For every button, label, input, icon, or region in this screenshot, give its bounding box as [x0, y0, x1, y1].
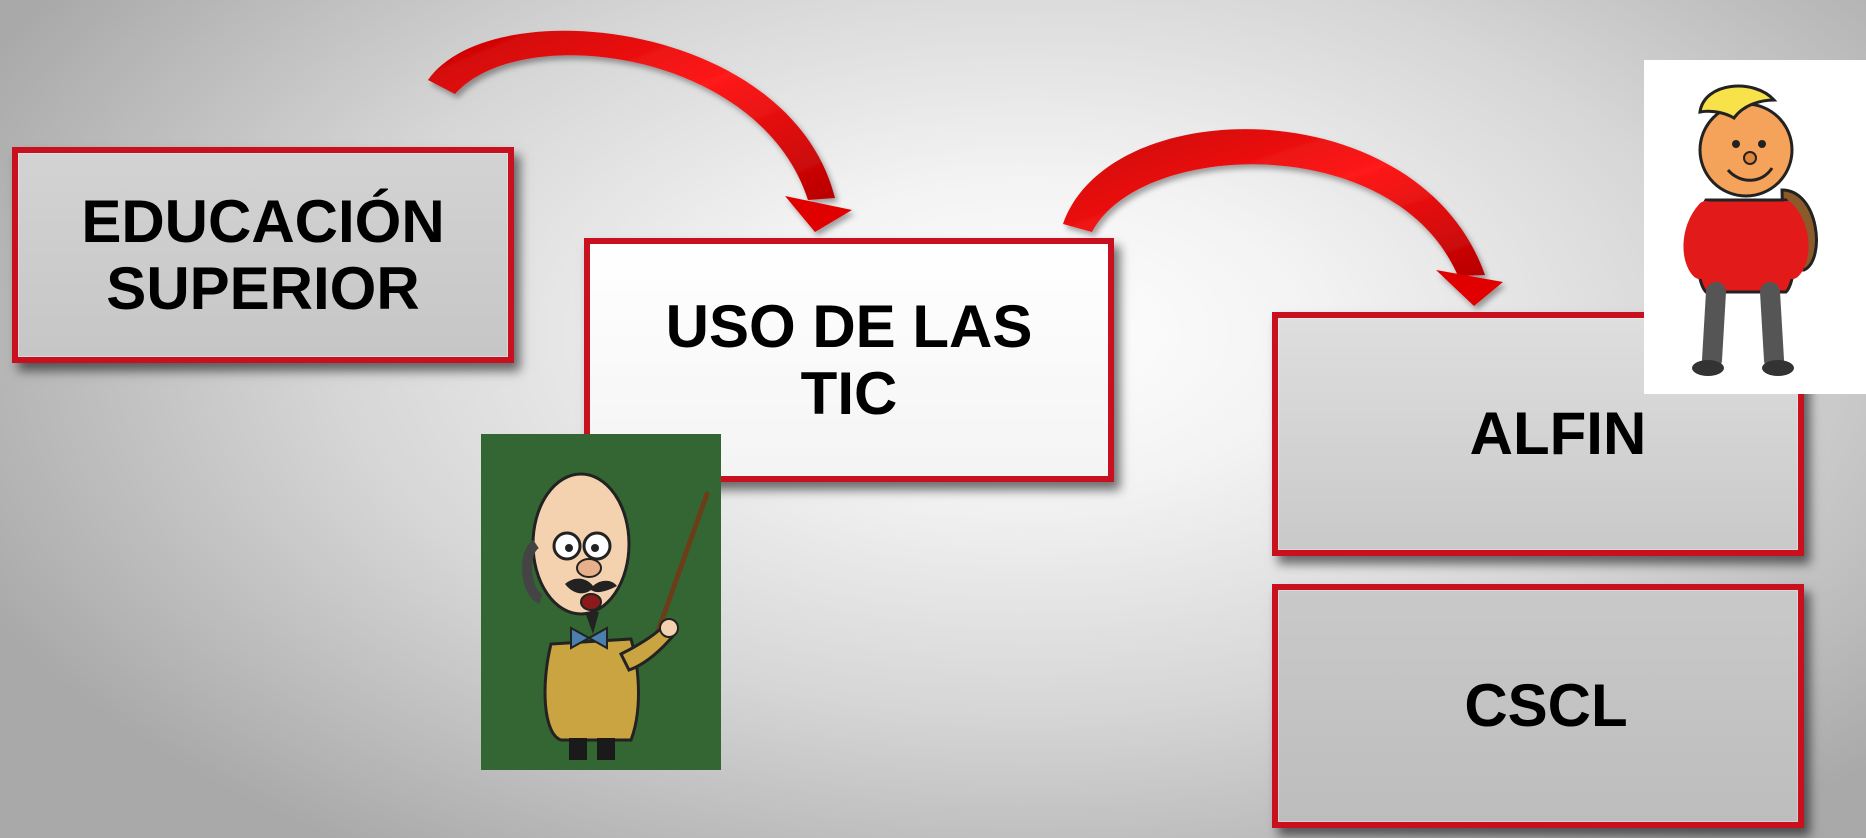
node-edu-line-1: EDUCACIÓN	[81, 187, 445, 255]
arrow-tic-to-alfin	[1063, 129, 1503, 306]
node-edu-line-2: SUPERIOR	[106, 255, 420, 322]
node-tic-line-1: USO DE LAS	[665, 292, 1033, 360]
node-tic-line-2: TIC	[800, 360, 898, 427]
student-icon	[1683, 84, 1818, 376]
node-educacion-superior: EDUCACIÓN SUPERIOR	[12, 147, 514, 363]
node-alfin: ALFIN	[1272, 312, 1804, 556]
professor-icon	[521, 472, 710, 760]
node-cscl: CSCL	[1272, 584, 1804, 828]
node-alfin-label: ALFIN	[1469, 400, 1647, 468]
professor-illustration	[481, 434, 721, 770]
node-cscl-label: CSCL	[1464, 672, 1628, 740]
student-illustration	[1644, 60, 1866, 394]
